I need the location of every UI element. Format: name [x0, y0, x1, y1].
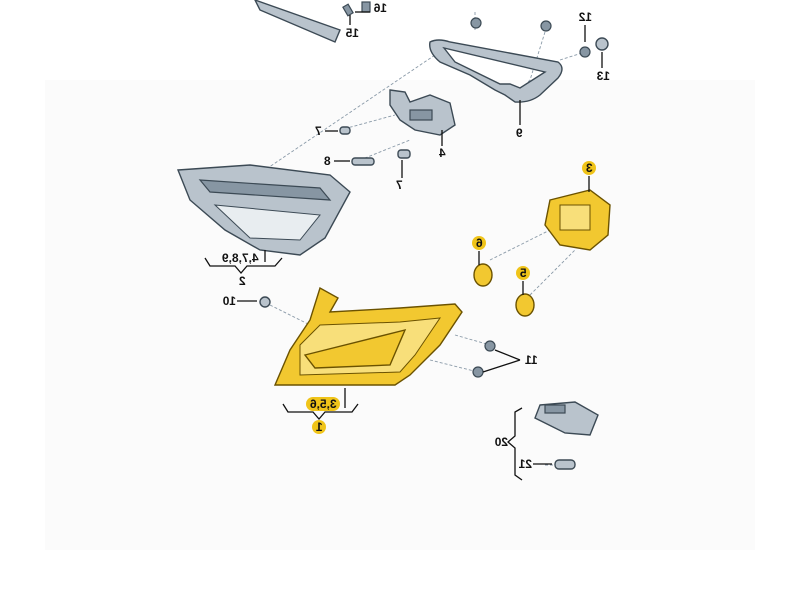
label-6: 6: [476, 236, 483, 250]
label-7a: 7: [315, 124, 322, 138]
label-9: 9: [516, 126, 523, 140]
label-2: 2: [239, 274, 246, 288]
label-8: 8: [324, 154, 331, 168]
label-7b: 7: [396, 178, 403, 192]
mounting-bracket-part: [429, 17, 609, 103]
label-15: 15: [345, 26, 359, 40]
label-21: 21: [518, 457, 532, 471]
leader-lines: [204, 11, 603, 481]
top-brake-light-part: [254, 0, 371, 43]
label-10: 10: [222, 294, 236, 308]
outer-tail-light-part: [259, 286, 496, 386]
label-20: 20: [494, 435, 508, 449]
highlight-badges: [306, 161, 596, 434]
label-5: 5: [520, 266, 527, 280]
label-4: 4: [439, 146, 446, 160]
label-11: 11: [525, 353, 538, 367]
label-3: 3: [586, 161, 593, 175]
label-4789: 4,7,8,9: [222, 251, 259, 265]
label-13: 13: [596, 69, 610, 83]
license-plate-light-part: [534, 401, 599, 470]
label-356: 3,5,6: [310, 397, 337, 411]
part-labels: 16 15 12 13 9 7 8 7 4 3 6 5 4,7,8,9 2 10…: [222, 1, 610, 471]
inner-tail-light-part: [176, 164, 351, 256]
label-12: 12: [578, 10, 592, 24]
label-16: 16: [373, 1, 387, 15]
label-1: 1: [316, 420, 323, 434]
bulb-holder-part: [339, 89, 456, 166]
bulb-socket-part: [473, 189, 611, 317]
